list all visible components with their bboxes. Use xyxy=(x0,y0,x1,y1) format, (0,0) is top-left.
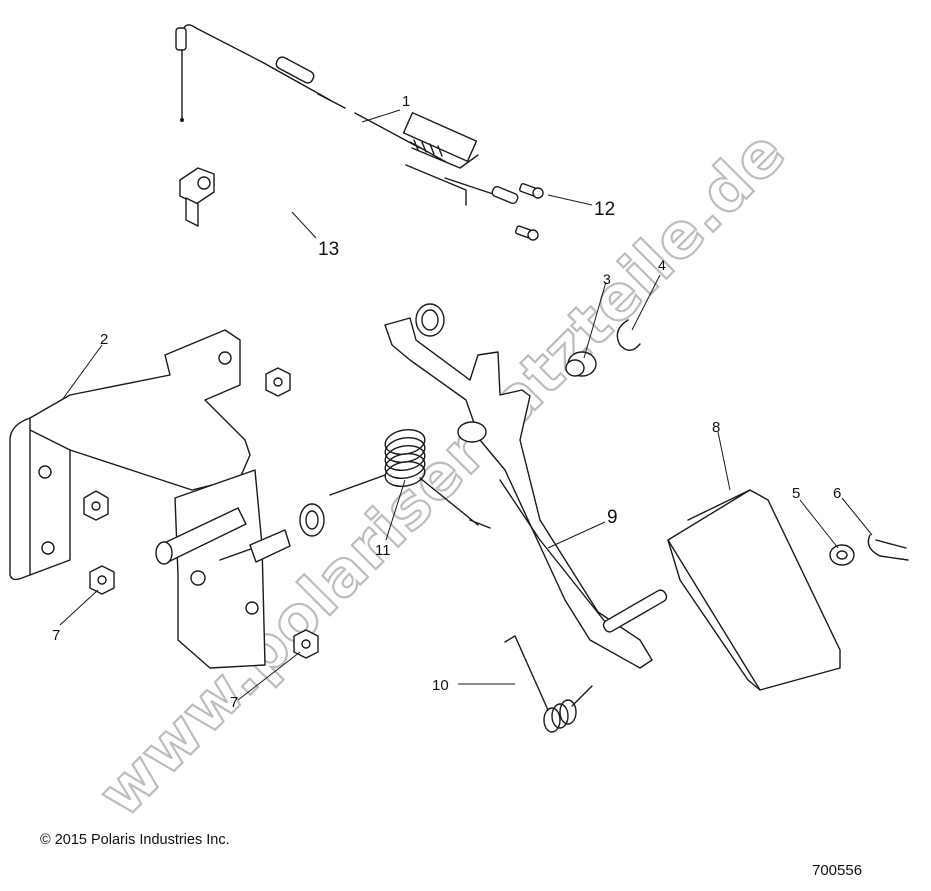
callout-13: 13 xyxy=(318,239,339,260)
callout-4: 4 xyxy=(658,257,666,273)
callout-2: 2 xyxy=(100,331,108,348)
part-11-torsion-spring xyxy=(329,428,491,529)
callout-3: 3 xyxy=(603,271,611,287)
part-4-e-clip xyxy=(616,319,641,351)
callout-7-left: 7 xyxy=(52,627,60,644)
callout-10: 10 xyxy=(432,677,449,694)
callout-11: 11 xyxy=(375,542,391,559)
part-5-washer xyxy=(829,544,855,566)
copyright-notice: © 2015 Polaris Industries Inc. xyxy=(40,832,230,848)
part-12-screws xyxy=(514,183,544,241)
part-9-brake-pedal xyxy=(384,303,668,669)
part-3-bushing xyxy=(565,351,597,377)
pivot-shaft xyxy=(155,507,291,565)
callout-9: 9 xyxy=(607,507,618,528)
part-2-mounting-bracket xyxy=(9,329,266,669)
callout-6: 6 xyxy=(833,485,841,502)
part-7-nuts xyxy=(83,367,319,659)
callout-numbers: 1 2 3 4 5 6 7 7 8 9 10 11 12 13 xyxy=(52,93,841,711)
callout-12: 12 xyxy=(594,199,615,220)
callout-7-right: 7 xyxy=(230,694,238,711)
part-1-throttle-cable xyxy=(175,24,519,206)
leader-lines xyxy=(59,109,873,701)
callout-1: 1 xyxy=(402,93,410,110)
callout-8: 8 xyxy=(712,419,720,436)
diagram-reference-number: 700556 xyxy=(812,862,863,879)
part-10-return-spring xyxy=(504,635,593,733)
callout-5: 5 xyxy=(792,485,800,502)
pivot-bushing xyxy=(299,503,325,537)
part-13-clip xyxy=(179,167,215,227)
part-6-hairpin-clip xyxy=(867,534,909,561)
part-8-pedal-pad xyxy=(667,489,841,691)
